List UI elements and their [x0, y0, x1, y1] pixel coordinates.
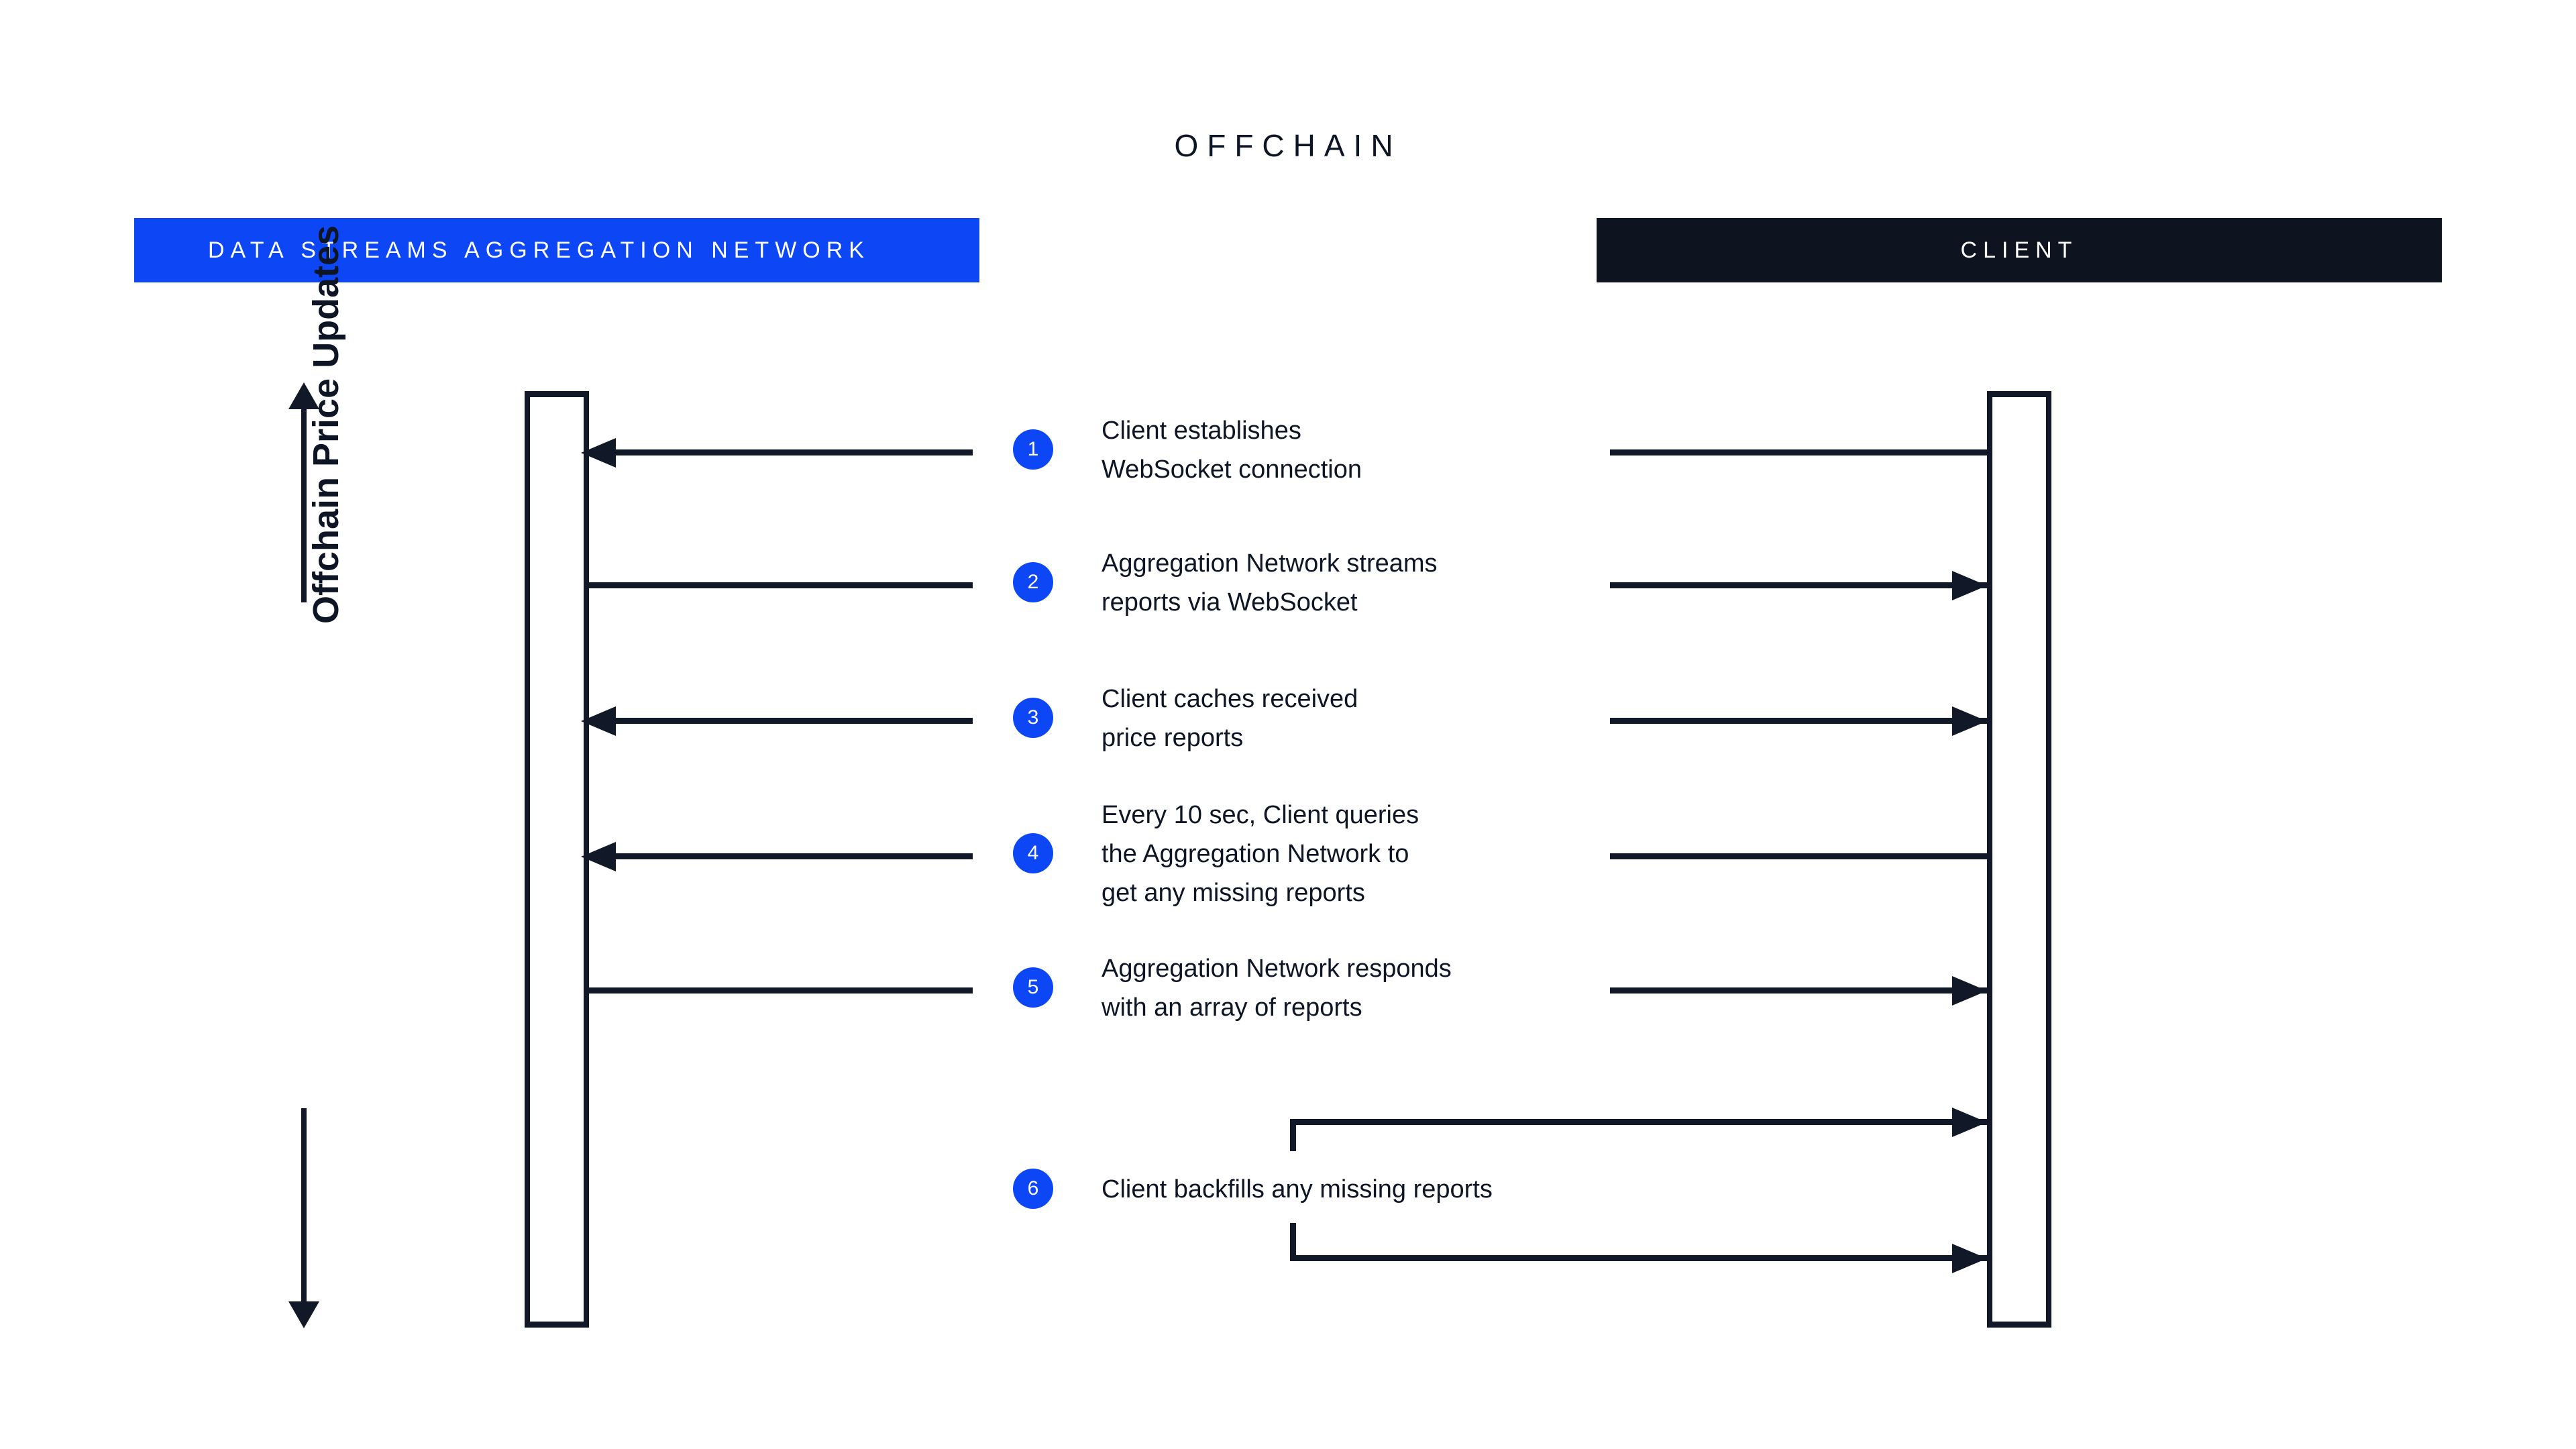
arrow-right-icon-6a	[1952, 1108, 1987, 1137]
lifeline-aggregation-network	[525, 391, 589, 1328]
step-caption-3: Client caches received price reports	[1102, 685, 1358, 752]
arrow-right-icon-6b	[1952, 1244, 1987, 1273]
lane-header-client: CLIENT	[1597, 218, 2442, 282]
arrow-right-icon-5	[1952, 976, 1987, 1006]
self-loop-top-stub	[1290, 1119, 1296, 1151]
message-line-left-3	[589, 718, 973, 724]
message-line-left-4	[589, 853, 973, 859]
self-loop-top-line	[1290, 1119, 1987, 1125]
step-badge-6: 6	[1013, 1169, 1053, 1209]
message-line-left-2	[589, 582, 973, 588]
step-badge-4: 4	[1013, 833, 1053, 873]
arrow-right-icon-3	[1952, 706, 1987, 736]
step-caption-1: Client establishes WebSocket connection	[1102, 417, 1362, 484]
message-line-right-4	[1610, 853, 1987, 859]
message-line-right-2	[1610, 582, 1987, 588]
message-line-left-5	[589, 987, 973, 994]
step-badge-2: 2	[1013, 562, 1053, 602]
step-badge-1: 1	[1013, 429, 1053, 470]
arrow-down-icon	[288, 1301, 319, 1328]
step-badge-5: 5	[1013, 967, 1053, 1008]
step-caption-4: Every 10 sec, Client queries the Aggrega…	[1102, 801, 1419, 907]
step-caption-6: Client backfills any missing reports	[1102, 1175, 1493, 1203]
step-badge-3: 3	[1013, 698, 1053, 738]
message-line-right-5	[1610, 987, 1987, 994]
arrow-left-icon-3	[581, 706, 616, 736]
step-caption-5: Aggregation Network responds with an arr…	[1102, 955, 1452, 1022]
arrow-right-icon-2	[1952, 571, 1987, 600]
message-line-right-3	[1610, 718, 1987, 724]
axis-shaft-top	[301, 408, 307, 602]
axis-shaft-bottom	[301, 1108, 307, 1303]
lifeline-client	[1987, 391, 2051, 1328]
self-loop-bottom-stub	[1290, 1223, 1296, 1255]
arrow-up-icon	[288, 382, 319, 409]
arrow-left-icon-1	[581, 438, 616, 468]
message-line-right-1	[1610, 449, 1987, 455]
page-title: OFFCHAIN	[1174, 128, 1402, 163]
lane-header-client-label: CLIENT	[1960, 237, 2078, 263]
lane-header-aggregation-network: DATA STREAMS AGGREGATION NETWORK	[134, 218, 979, 282]
message-line-left-1	[589, 449, 973, 455]
axis-label: Offchain Price Updates	[306, 225, 346, 624]
lane-header-aggregation-network-label: DATA STREAMS AGGREGATION NETWORK	[208, 237, 870, 263]
step-caption-2: Aggregation Network streams reports via …	[1102, 549, 1438, 616]
offchain-price-updates-axis	[288, 382, 319, 1328]
self-loop-bottom-line	[1290, 1255, 1987, 1261]
arrow-left-icon-4	[581, 842, 616, 871]
